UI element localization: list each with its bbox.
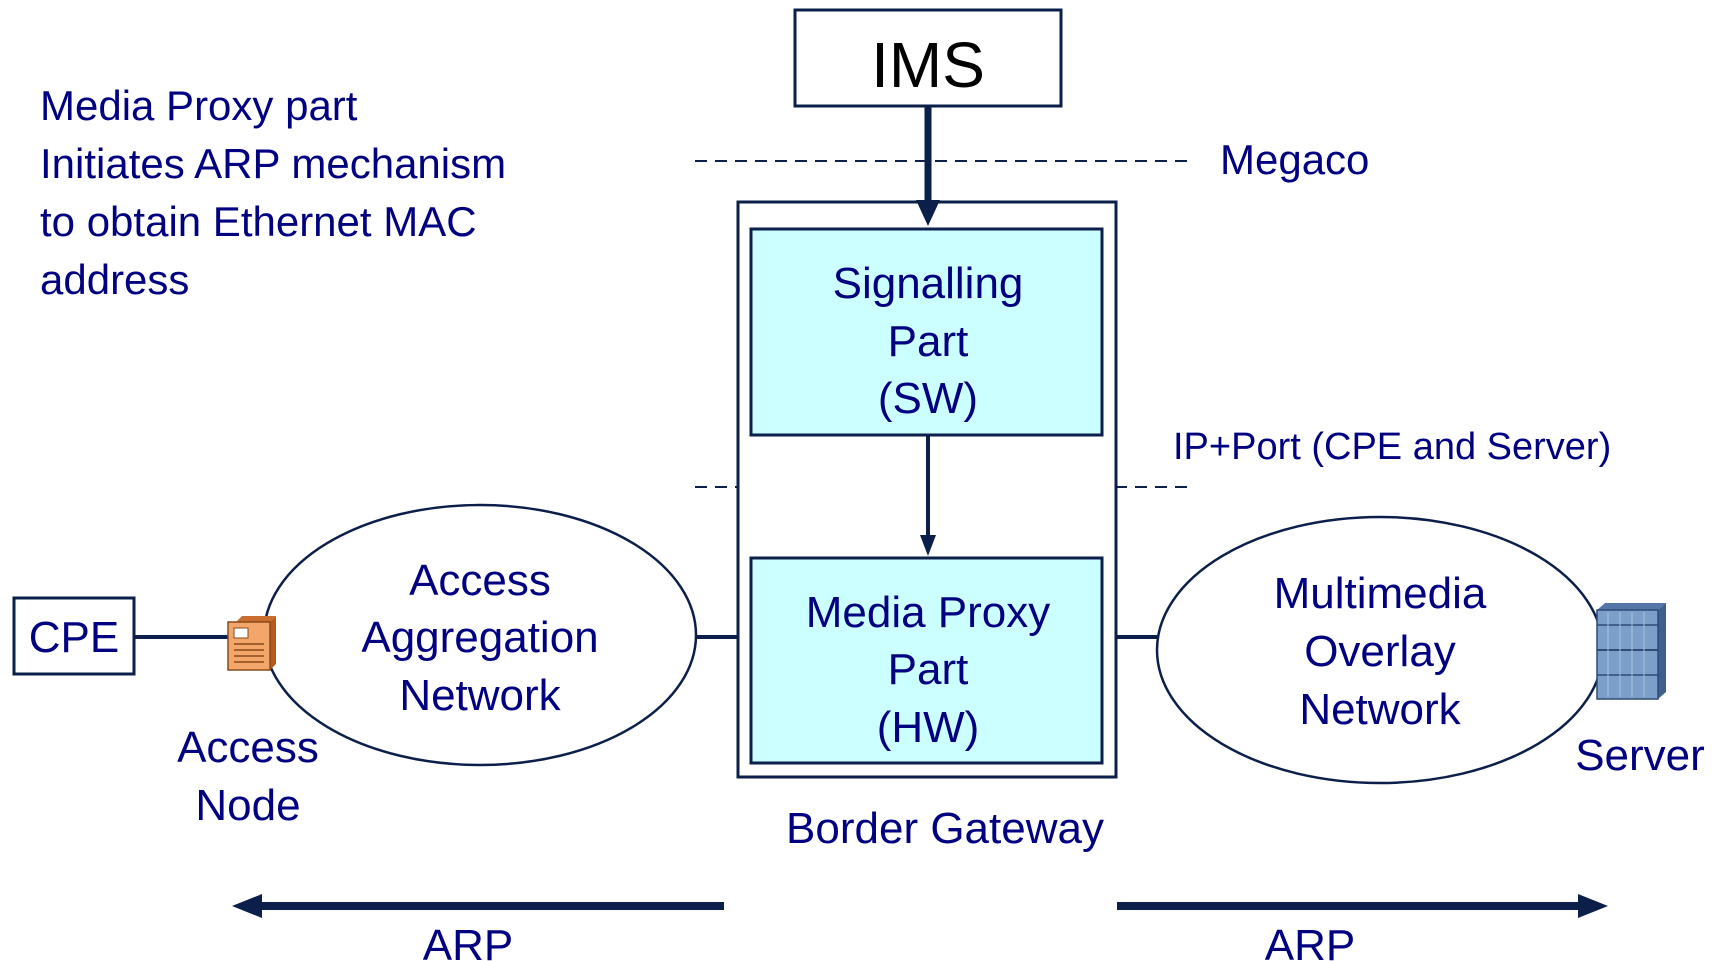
ip-port-label: IP+Port (CPE and Server) [1173,426,1611,468]
media-proxy-box [749,556,1104,765]
cpe-box [12,596,136,676]
megaco-label: Megaco [1220,136,1369,183]
media-proxy-part: Media Proxy Part (HW) [749,556,1104,765]
overlay-network-line: Overlay [1304,627,1456,676]
ims-label: IMS [871,29,985,101]
overlay-network-line: Network [1299,685,1461,734]
ims-to-signalling-arrow [916,106,940,226]
note-text: Media Proxy part Initiates ARP mechanism… [40,82,506,303]
multimedia-overlay-network: Multimedia Overlay Network [1155,515,1605,785]
media-proxy-line: Media Proxy [806,588,1051,637]
note-line: Media Proxy part [40,82,358,129]
access-node-icon [227,616,276,671]
server-label: Server [1575,731,1705,780]
arp-left-label: ARP [423,921,513,961]
signalling-line: Part [888,317,969,366]
signalling-part: Signalling Part (SW) [749,227,1104,437]
note-line: address [40,256,189,303]
note-line: to obtain Ethernet MAC [40,198,477,245]
border-gateway-label: Border Gateway [786,804,1104,853]
note-line: Initiates ARP mechanism [40,140,506,187]
access-network-line: Access [409,556,551,605]
overlay-network-line: Multimedia [1274,569,1487,618]
access-node-line: Access [177,723,319,772]
signalling-to-media-arrow [920,435,936,556]
cpe-label: CPE [29,613,119,662]
signalling-line: (SW) [878,374,978,423]
ims-node: IMS [793,8,1063,108]
ims-box [793,8,1063,108]
server-icon [1596,603,1666,700]
access-aggregation-network: Access Aggregation Network [262,503,698,767]
signalling-line: Signalling [833,259,1024,308]
arp-right-label: ARP [1265,921,1355,961]
media-proxy-line: (HW) [877,703,980,752]
arp-left-arrow [232,894,724,918]
arp-right-arrow [1117,894,1608,918]
access-node-line: Node [195,781,300,830]
access-network-line: Aggregation [361,613,598,662]
media-proxy-line: Part [888,645,969,694]
signalling-box [749,227,1104,437]
cpe-node: CPE [12,596,136,676]
access-network-line: Network [399,671,561,720]
